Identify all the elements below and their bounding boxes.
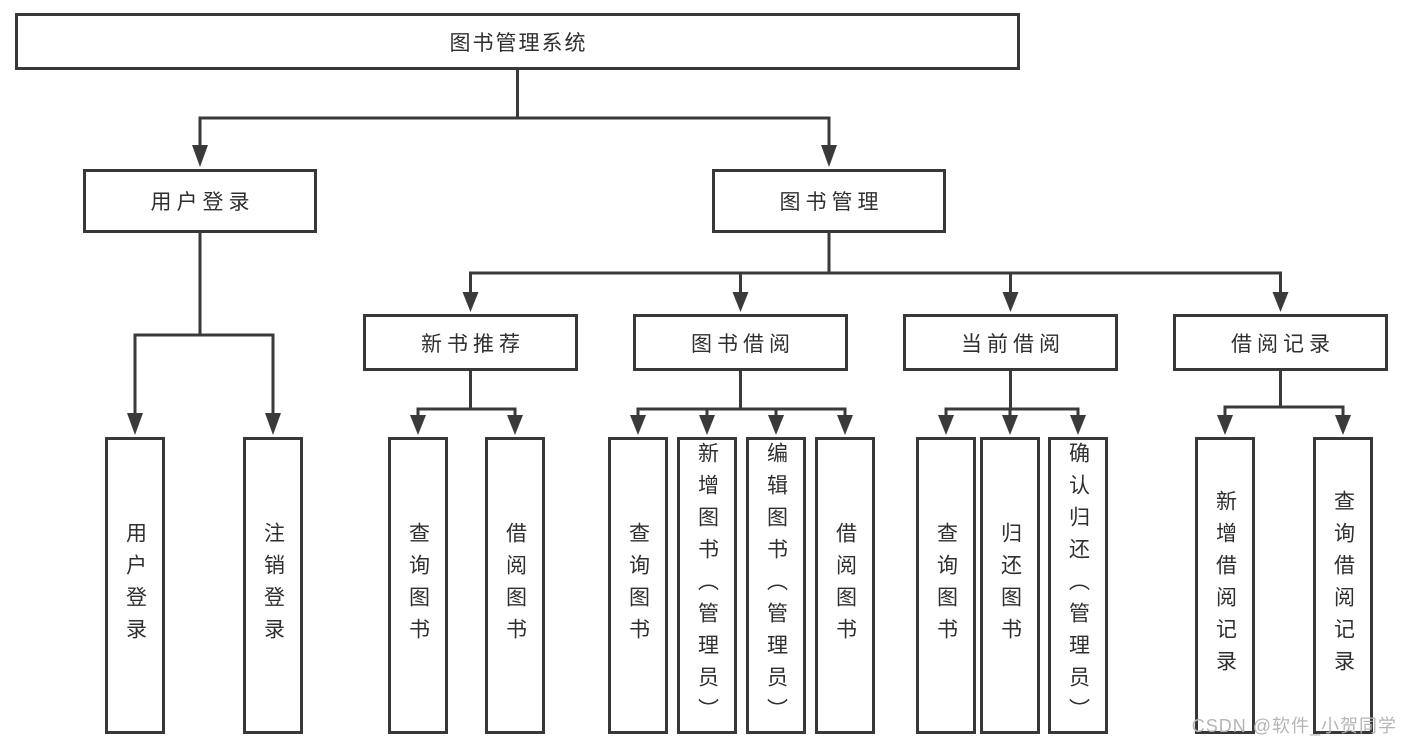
node-label: 确认归还（管理员） (1066, 441, 1090, 730)
node-label: 注销登录 (261, 521, 285, 650)
node-label: 用户登录 (150, 191, 255, 214)
node-label: 新增借阅记录 (1213, 489, 1237, 682)
leaf-add-books-admin: 新增图书（管理员） (677, 437, 737, 734)
leaf-borrow-books-recommend: 借阅图书 (485, 437, 545, 734)
node-root-library-system: 图书管理系统 (15, 13, 1020, 70)
node-label: 图书借阅 (691, 332, 795, 356)
node-label: 图书管理 (779, 191, 884, 214)
node-label: 借阅记录 (1231, 332, 1335, 356)
node-user-login: 用户登录 (83, 169, 317, 233)
node-label: 当前借阅 (961, 332, 1065, 356)
node-label: 编辑图书（管理员） (764, 441, 788, 730)
node-new-book-recommend: 新书推荐 (363, 314, 578, 371)
node-label: 新增图书（管理员） (695, 441, 719, 730)
leaf-confirm-return-admin: 确认归还（管理员） (1048, 437, 1108, 734)
leaf-query-books-recommend: 查询图书 (388, 437, 448, 734)
leaf-query-books-borrow: 查询图书 (608, 437, 668, 734)
node-current-borrow: 当前借阅 (903, 314, 1118, 371)
leaf-query-borrow-record: 查询借阅记录 (1313, 437, 1373, 734)
node-label: 图书管理系统 (449, 31, 588, 55)
node-borrow-records: 借阅记录 (1173, 314, 1388, 371)
leaf-edit-books-admin: 编辑图书（管理员） (746, 437, 806, 734)
leaf-user-login: 用户登录 (105, 437, 165, 734)
leaf-add-borrow-record: 新增借阅记录 (1195, 437, 1255, 734)
leaf-borrow-books: 借阅图书 (815, 437, 875, 734)
node-label: 用户登录 (123, 521, 147, 650)
node-label: 查询借阅记录 (1331, 489, 1355, 682)
watermark-text: CSDN @软件_小贺同学 (1191, 716, 1397, 736)
leaf-return-books: 归还图书 (980, 437, 1040, 734)
node-label: 查询图书 (934, 521, 958, 650)
leaf-query-books-current: 查询图书 (916, 437, 976, 734)
node-label: 借阅图书 (503, 521, 527, 650)
node-book-borrow: 图书借阅 (633, 314, 848, 371)
node-label: 查询图书 (406, 521, 430, 650)
node-label: 归还图书 (998, 521, 1022, 650)
leaf-logout: 注销登录 (243, 437, 303, 734)
node-label: 新书推荐 (421, 332, 525, 356)
node-label: 借阅图书 (833, 521, 857, 650)
node-label: 查询图书 (626, 521, 650, 650)
node-book-management: 图书管理 (712, 169, 946, 233)
